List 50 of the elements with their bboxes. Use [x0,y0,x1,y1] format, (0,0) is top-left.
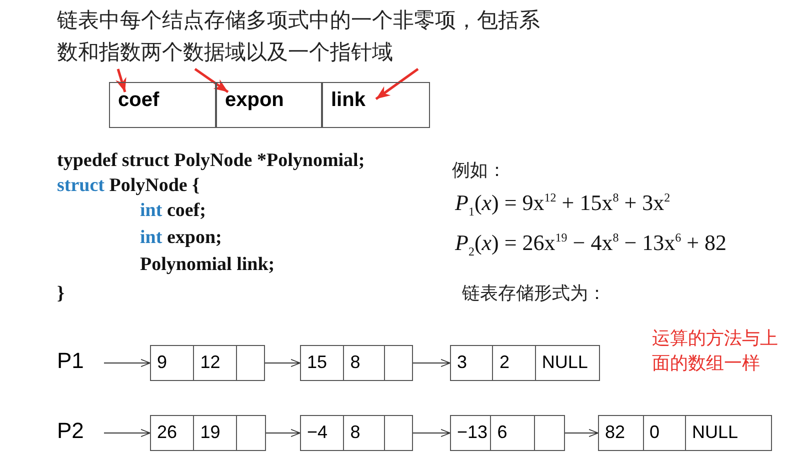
code-line: } [57,283,64,305]
data-field: 6 [490,416,534,450]
data-field: 0 [642,416,686,450]
list-node [300,345,413,381]
code-line: Polynomial link; [140,254,275,276]
data-field: 8 [343,346,384,380]
arrow [266,428,300,438]
polynomial-formula: P$_{2}$(x) = 26x$^{19}$ − 4x$^{8}$ − 13x$^{6}$ + 82 [455,230,727,260]
arrow [564,428,598,438]
arrow [412,428,450,438]
list-node [150,415,266,451]
data-field: 3 [451,346,492,380]
list-node [150,345,265,381]
data-field: 8 [343,416,384,450]
arrow [375,68,419,100]
example-heading: 例如： [452,159,506,182]
data-field: 9 [151,346,194,380]
arrow [194,68,229,94]
data-field: 12 [193,346,236,380]
data-field: 82 [599,416,642,450]
note-text: 运算的方法与上面的数组一样 [652,327,779,376]
data-field: 2 [492,346,535,380]
list-node [598,415,772,451]
code-line: int expon; [140,227,222,249]
code-line: int coef; [140,200,206,222]
intro-paragraph: 链表中每个结点存储多项式中的一个非零项，包括系数和指数两个数据域以及一个指针域 [57,4,547,68]
arrow [264,358,300,368]
data-field: −13 [451,416,490,450]
code-line: struct PolyNode { [57,175,200,197]
list-node [450,345,600,381]
pointer-name: P1 [57,348,84,374]
storage-heading: 链表存储形式为： [462,282,606,305]
arrow [104,428,150,438]
pointer-name: P2 [57,418,84,444]
data-field: 19 [193,416,236,450]
arrow [116,68,126,92]
arrow [412,358,450,368]
arrow [104,358,150,368]
list-node [300,415,413,451]
field-cell: expon [216,82,322,128]
data-field: 15 [301,346,344,380]
null-field: NULL [685,416,771,450]
field-cell: coef [109,82,216,128]
data-field: 26 [151,416,194,450]
list-node [450,415,565,451]
data-field: −4 [301,416,344,450]
polynomial-formula: P$_{1}$(x) = 9x$^{12}$ + 15x$^{8}$ + 3x$^{2}$ [455,190,670,220]
null-field: NULL [534,346,600,380]
field-cell: link [322,82,430,128]
code-line: typedef struct PolyNode *Polynomial; [57,150,365,172]
